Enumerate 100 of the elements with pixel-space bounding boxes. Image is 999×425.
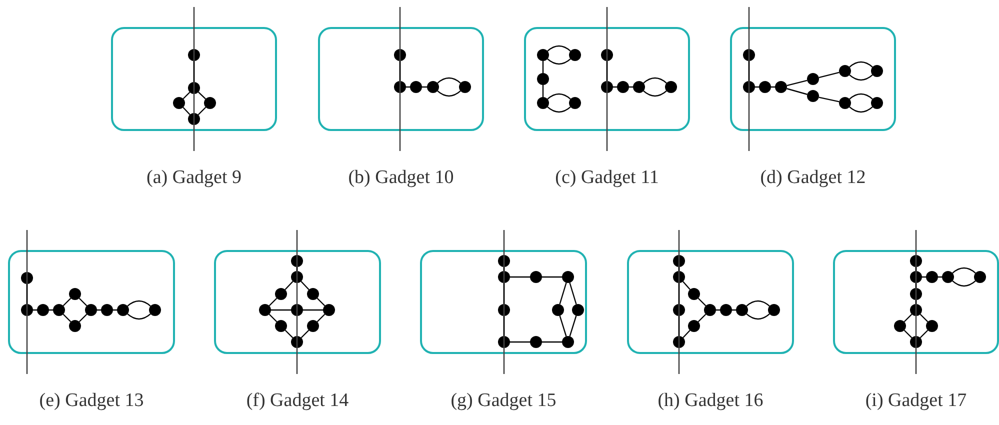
subfigure-caption: (c) Gadget 11	[555, 167, 659, 189]
vertex-dot	[569, 97, 581, 109]
vertex-dot	[101, 304, 113, 316]
graph-edge	[849, 74, 873, 81]
graph-edge	[547, 106, 571, 113]
vertex-dot	[871, 65, 883, 77]
vertex-dot	[673, 304, 685, 316]
vertex-dot	[910, 255, 922, 267]
graph-edge	[193, 61, 195, 82]
vertex-dot	[537, 97, 549, 109]
vertex-dot	[498, 304, 510, 316]
graph-edge	[271, 309, 291, 311]
vertex-dot	[562, 271, 574, 283]
graph-edge	[952, 267, 976, 274]
vertex-dot	[537, 73, 549, 85]
vertex-dot	[736, 304, 748, 316]
graph-edge	[300, 330, 310, 338]
graph-edge	[399, 61, 401, 81]
graph-edge	[849, 93, 873, 100]
vertex-dot	[530, 271, 542, 283]
graph-edge	[284, 280, 294, 290]
graph-edge	[510, 341, 530, 343]
vertex-dot	[552, 304, 564, 316]
graph-edge	[78, 298, 88, 306]
vertex-dot	[307, 288, 319, 300]
graph-edge	[300, 280, 310, 290]
vertex-dot	[21, 304, 33, 316]
graph-edge	[698, 298, 706, 306]
graph-edge	[569, 316, 577, 336]
vertex-dot	[562, 336, 574, 348]
vertex-dot	[768, 304, 780, 316]
graph-edge	[182, 92, 190, 100]
vertex-dot	[323, 304, 335, 316]
graph-edge	[316, 298, 326, 306]
vertex-dot	[173, 97, 185, 109]
vertex-dot	[665, 81, 677, 93]
vertex-dot	[572, 304, 584, 316]
vertex-dot	[910, 271, 922, 283]
subfigure-caption: (b) Gadget 10	[348, 167, 454, 189]
vertex-dot	[21, 272, 33, 284]
graph-edge	[303, 309, 323, 311]
vertex-dot	[69, 288, 81, 300]
vertex-dot	[871, 97, 883, 109]
graph-edge	[920, 314, 928, 322]
graph-edge	[678, 283, 680, 304]
subfigure-caption: (i) Gadget 17	[865, 390, 967, 412]
vertex-dot	[37, 304, 49, 316]
graph-edge	[127, 313, 151, 320]
graph-edge	[682, 281, 690, 290]
graph-edge	[198, 106, 206, 116]
graph-edge	[510, 276, 530, 278]
subfigure-caption: (d) Gadget 12	[760, 167, 866, 189]
graph-edge	[542, 276, 562, 278]
vertex-dot	[743, 81, 755, 93]
graph-edge	[952, 280, 976, 287]
vertex-dot	[117, 304, 129, 316]
vertex-dot	[53, 304, 65, 316]
vertex-dot	[894, 320, 906, 332]
vertex-dot	[601, 81, 613, 93]
graph-edge	[26, 284, 28, 304]
graph-edge	[849, 61, 873, 68]
vertex-dot	[275, 320, 287, 332]
vertex-dot	[839, 97, 851, 109]
graph-edge	[569, 282, 577, 304]
subfigure-caption: (h) Gadget 16	[658, 390, 764, 412]
vertex-dot	[537, 49, 549, 61]
graph-edge	[547, 93, 571, 100]
graph-edge	[904, 314, 912, 322]
graph-edge	[503, 283, 505, 304]
graph-edge	[920, 330, 928, 338]
vertex-dot	[974, 271, 986, 283]
vertex-dot	[942, 271, 954, 283]
graph-edge	[542, 85, 544, 97]
vertex-dot	[688, 320, 700, 332]
vertex-dot	[633, 81, 645, 93]
graph-edge	[268, 314, 278, 322]
graph-edge	[198, 92, 206, 100]
vertex-dot	[759, 81, 771, 93]
graph-edge	[746, 313, 770, 320]
graph-edge	[437, 90, 461, 97]
graph-edge	[559, 282, 567, 304]
graph-edge	[62, 298, 72, 306]
graph-edge	[78, 314, 88, 322]
subfigure-caption: (g) Gadget 15	[450, 390, 556, 412]
graph-edge	[316, 314, 326, 322]
vertex-dot	[673, 271, 685, 283]
graph-edge	[904, 330, 912, 338]
vertex-dot	[673, 336, 685, 348]
vertex-dot	[410, 81, 422, 93]
vertex-dot	[569, 49, 581, 61]
graph-edge	[437, 77, 461, 84]
graph-edge	[786, 80, 808, 86]
vertex-dot	[498, 336, 510, 348]
vertex-dot	[807, 90, 819, 102]
vertex-dot	[204, 97, 216, 109]
vertex-dot	[617, 81, 629, 93]
vertex-dot	[926, 320, 938, 332]
vertex-dot	[775, 81, 787, 93]
graph-edge	[182, 106, 190, 116]
vertex-dot	[259, 304, 271, 316]
